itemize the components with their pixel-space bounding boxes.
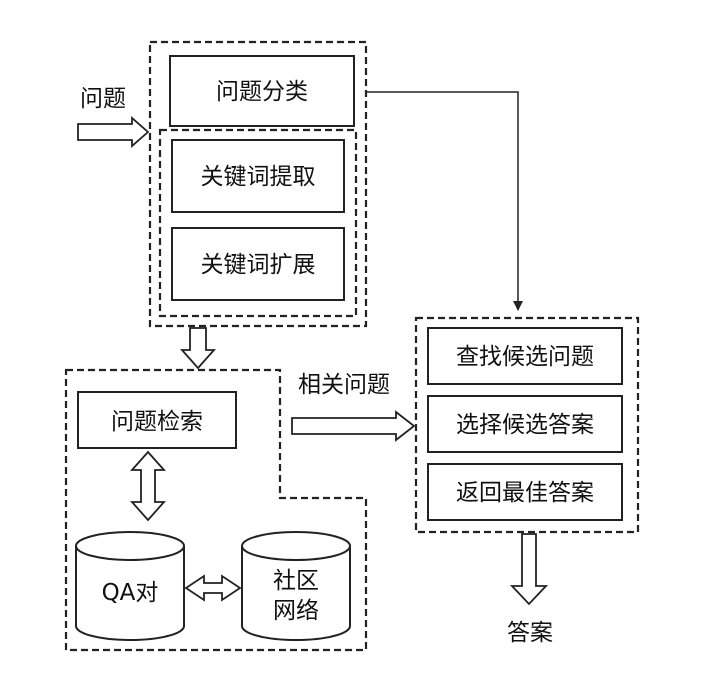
select-answers-label: 选择候选答案 (456, 412, 594, 438)
question-classify-label: 问题分类 (216, 79, 308, 105)
analysis-to-retrieval-arrow (179, 327, 217, 370)
community-network-label-line2: 网络 (273, 598, 319, 624)
qa-pairs-label: QA对 (102, 580, 159, 606)
question-search-label: 问题检索 (111, 409, 203, 435)
retrieval-module (64, 368, 368, 652)
search-db-double-arrow (129, 450, 167, 522)
qa-pairs-database (75, 531, 185, 641)
find-candidates-label: 查找候选问题 (456, 344, 594, 370)
keyword-extract-box (171, 139, 345, 213)
classify-to-answer-line (366, 91, 523, 311)
question-search-box (77, 391, 237, 449)
analysis-module (148, 40, 368, 328)
keyword-extract-label: 关键词提取 (201, 164, 316, 190)
output-label: 答案 (507, 620, 553, 646)
return-best-label: 返回最佳答案 (456, 480, 594, 506)
select-answers-box (427, 395, 623, 453)
community-network-database (241, 531, 351, 641)
keyword-expand-box (171, 227, 345, 301)
answer-module (414, 316, 640, 534)
community-network-label-line1: 社区 (273, 568, 319, 594)
output-arrow (509, 533, 549, 606)
input-arrow (77, 116, 150, 148)
find-candidates-box (427, 327, 623, 385)
input-label: 问题 (80, 86, 126, 112)
qa-community-double-arrow (184, 574, 242, 602)
return-best-box (427, 463, 623, 521)
question-classify-box (169, 55, 355, 127)
keyword-expand-label: 关键词扩展 (201, 252, 316, 278)
keyword-module (158, 128, 358, 318)
retrieval-to-answer-arrow (291, 410, 416, 442)
related-questions-label: 相关问题 (298, 372, 390, 398)
